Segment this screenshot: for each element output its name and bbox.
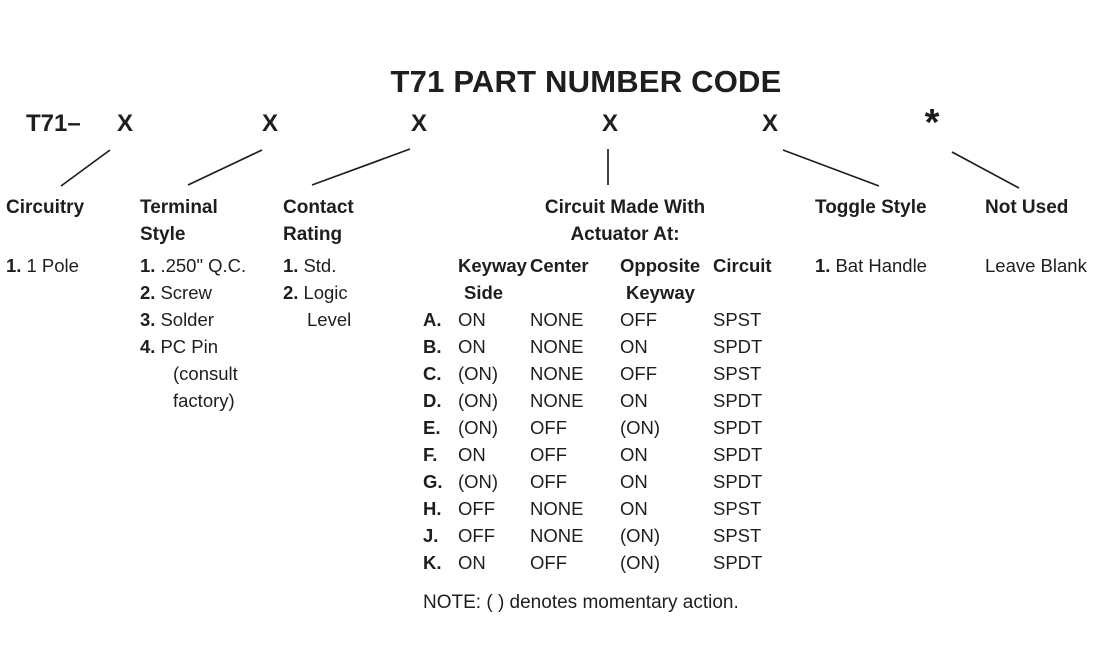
terminal-style-header: Terminal Style: [140, 194, 218, 248]
terminal-style-items: 1..250" Q.C. 2.Screw 3.Solder 4.PC Pin (…: [140, 252, 246, 414]
leader-line-not-used: [951, 151, 1020, 189]
contact-rating-header: Contact Rating: [283, 194, 354, 248]
code-prefix: T71–: [26, 110, 81, 137]
toggle-style-items: 1.Bat Handle: [815, 252, 927, 279]
actuator-header-line1: Circuit Made With: [544, 197, 706, 218]
terminal-item-3-text: Solder: [160, 309, 214, 330]
terminal-item-1: 1..250" Q.C.: [140, 252, 246, 279]
toggle-item-1: 1.Bat Handle: [815, 252, 927, 279]
terminal-item-4-text: PC Pin: [160, 336, 219, 357]
terminal-item-4-note-line2: factory): [173, 390, 235, 411]
circuitry-header: Circuitry: [6, 197, 85, 218]
contact-item-1-num: 1.: [283, 255, 299, 276]
circuitry-items: 1.1 Pole: [6, 252, 79, 279]
leader-line-toggle-style: [782, 149, 880, 187]
contact-item-1: 1.Std.: [283, 252, 351, 279]
code-position-6-asterisk: *: [924, 102, 940, 144]
terminal-item-1-text: .250" Q.C.: [160, 255, 247, 276]
actuator-col-opposite-keyway-line1: Opposite: [620, 255, 701, 276]
terminal-item-2: 2.Screw: [140, 279, 246, 306]
terminal-item-4-note-line1: (consult: [173, 363, 238, 384]
contact-item-2-num: 2.: [283, 282, 299, 303]
circuitry-item-1-text: 1 Pole: [26, 255, 79, 276]
actuator-header: Circuit Made With Actuator At:: [430, 194, 820, 248]
actuator-table: Keyway Center Opposite Circuit Side Keyw…: [423, 252, 772, 576]
terminal-item-4-num: 4.: [140, 336, 156, 357]
momentary-action-note: NOTE: ( ) denotes momentary action.: [423, 592, 739, 613]
code-position-1: X: [116, 110, 134, 137]
actuator-col-circuit: Circuit: [713, 255, 772, 276]
contact-item-2-line2: Level: [307, 309, 352, 330]
toggle-style-header: Toggle Style: [815, 197, 927, 218]
circuitry-item-1: 1.1 Pole: [6, 252, 79, 279]
terminal-style-header-line2: Style: [140, 224, 186, 245]
not-used-header: Not Used: [985, 197, 1069, 218]
code-position-4: X: [601, 110, 619, 137]
actuator-col-opposite-keyway-line2: Keyway: [626, 282, 695, 303]
terminal-item-1-num: 1.: [140, 255, 156, 276]
leader-line-circuitry: [60, 149, 111, 187]
terminal-item-4: 4.PC Pin: [140, 333, 246, 360]
page-title: T71 PART NUMBER CODE: [390, 64, 782, 99]
leader-line-terminal-style: [187, 149, 263, 186]
terminal-item-2-num: 2.: [140, 282, 156, 303]
actuator-col-center: Center: [530, 255, 589, 276]
actuator-col-keyway-side-line1: Keyway: [458, 255, 527, 276]
terminal-item-3-num: 3.: [140, 309, 156, 330]
leader-line-contact-rating: [311, 148, 411, 186]
toggle-item-1-num: 1.: [815, 255, 831, 276]
not-used-value: Leave Blank: [985, 255, 1087, 276]
actuator-col-keyway-side-line2: Side: [464, 282, 504, 303]
terminal-style-header-line1: Terminal: [140, 197, 218, 218]
code-position-5: X: [761, 110, 779, 137]
actuator-row-E: E.(ON)OFF(ON)SPDT: [423, 417, 763, 438]
actuator-table-header-row-2: Side Keyway: [423, 279, 772, 306]
actuator-table-header-row-1: Keyway Center Opposite Circuit: [423, 252, 772, 279]
toggle-item-1-text: Bat Handle: [835, 255, 927, 276]
code-position-3: X: [410, 110, 428, 137]
contact-item-1-text: Std.: [303, 255, 337, 276]
actuator-col-letter-spacer: [423, 252, 458, 279]
actuator-header-line2: Actuator At:: [570, 224, 680, 245]
contact-rating-items: 1.Std. 2.Logic Level: [283, 252, 351, 333]
terminal-item-2-text: Screw: [160, 282, 212, 303]
code-position-2: X: [261, 110, 279, 137]
contact-rating-header-line1: Contact: [283, 197, 354, 218]
contact-item-2-text: Logic: [303, 282, 348, 303]
terminal-item-3: 3.Solder: [140, 306, 246, 333]
contact-item-2: 2.Logic: [283, 279, 351, 306]
circuitry-item-1-num: 1.: [6, 255, 22, 276]
contact-rating-header-line2: Rating: [283, 224, 343, 245]
